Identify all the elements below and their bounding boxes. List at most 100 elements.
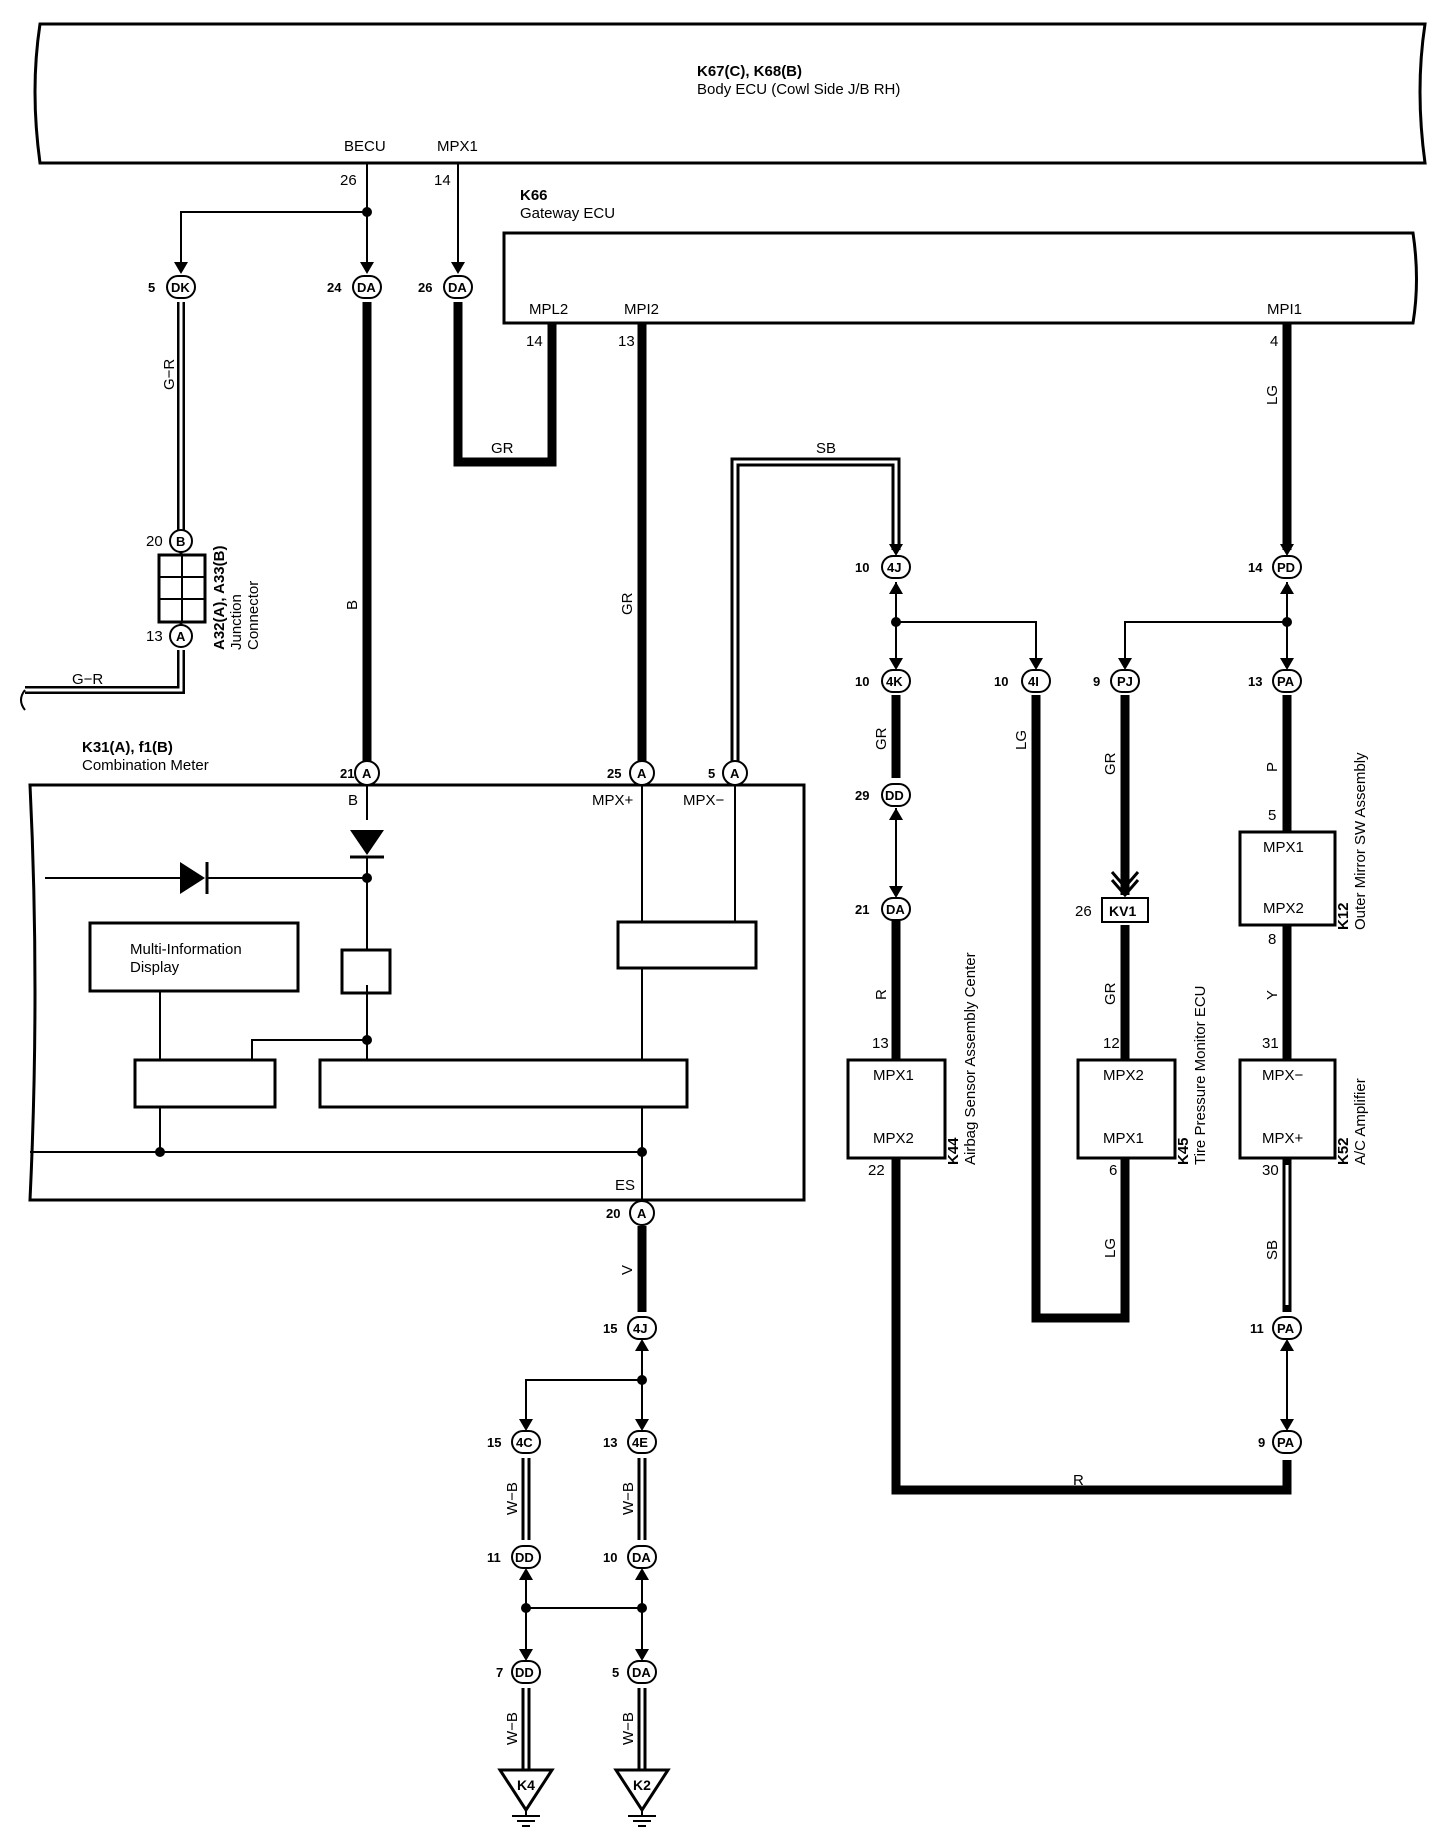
ground-k2-label: K2 <box>633 1777 651 1793</box>
connector-da21: 21 DA <box>855 897 911 921</box>
body-ecu-num-becu: 26 <box>340 172 357 189</box>
airbag-num-top: 13 <box>872 1035 889 1052</box>
body-ecu-ref: K67(C), K68(B) <box>697 63 802 80</box>
svg-text:11: 11 <box>487 1550 501 1565</box>
svg-text:10: 10 <box>855 560 869 575</box>
wire-gr-left <box>25 302 185 694</box>
gateway-pin-mpl2: MPL2 <box>529 301 568 318</box>
connector-4j10: 10 4J <box>855 555 911 579</box>
svg-text:5: 5 <box>708 766 715 781</box>
svg-text:PA: PA <box>1277 1435 1295 1450</box>
airbag-pin-bottom: MPX2 <box>873 1130 914 1147</box>
svg-text:DK: DK <box>171 280 190 295</box>
label-lg-mpi1: LG <box>1264 385 1281 405</box>
svg-text:DA: DA <box>357 280 376 295</box>
svg-text:9: 9 <box>1258 1435 1265 1450</box>
mirror-ref: K12 <box>1335 902 1352 930</box>
airbag-pin-top: MPX1 <box>873 1067 914 1084</box>
svg-text:PD: PD <box>1277 560 1295 575</box>
mid-label-1: Multi-Information <box>130 941 242 958</box>
connector-4j15: 15 4J <box>603 1316 657 1340</box>
ground-k2: K2 <box>613 1768 671 1827</box>
svg-text:4I: 4I <box>1028 674 1039 689</box>
junction-connector: 20 B 13 A A32(A), A33(B) Junction Connec… <box>146 529 262 650</box>
meter-letter-mpxm: A <box>730 766 740 781</box>
connector-pj9: 9 PJ <box>1093 669 1140 693</box>
tpms-pin-bottom: MPX1 <box>1103 1130 1144 1147</box>
meter-name: Combination Meter <box>82 757 209 774</box>
tire-pressure-monitor: 12 MPX2 MPX1 6 K45 Tire Pressure Monitor… <box>1076 986 1209 1179</box>
gateway-ecu-name: Gateway ECU <box>520 205 615 222</box>
airbag-sensor: 13 MPX1 MPX2 22 K44 Airbag Sensor Assemb… <box>846 952 979 1179</box>
meter-connector-es: 20 A <box>606 1200 655 1226</box>
svg-text:PA: PA <box>1277 1321 1295 1336</box>
wire-to-pj <box>1124 621 1287 664</box>
meter-ref: K31(A), f1(B) <box>82 739 173 756</box>
junction-letter-top: B <box>176 534 185 549</box>
combination-meter: K31(A), f1(B) Combination Meter B MPX+ M… <box>28 739 806 1226</box>
mirror-num-bottom: 8 <box>1268 931 1276 948</box>
connector-da5: 5 DA <box>612 1660 657 1684</box>
junction-pin-top: 20 <box>146 533 163 550</box>
svg-text:4E: 4E <box>632 1435 648 1450</box>
splice-dots <box>362 207 1292 1613</box>
tpms-pin-top: MPX2 <box>1103 1067 1144 1084</box>
svg-text:29: 29 <box>855 788 869 803</box>
ac-pin-top: MPX− <box>1262 1067 1304 1084</box>
meter-connector-mpxm: 5 A <box>708 760 748 786</box>
wires <box>20 163 1292 1770</box>
gateway-ecu: K66 Gateway ECU MPL2 MPI2 MPI1 14 13 4 <box>502 187 1418 350</box>
junction-ref: A32(A), A33(B) <box>211 546 228 650</box>
junction-body <box>157 545 207 632</box>
svg-text:DA: DA <box>632 1665 651 1680</box>
body-ecu-name: Body ECU (Cowl Side J/B RH) <box>697 81 900 98</box>
meter-pin-es: ES <box>615 1177 635 1194</box>
label-y-mirror: Y <box>1264 990 1281 1000</box>
wire-lg-4i <box>1031 695 1130 1323</box>
svg-text:15: 15 <box>487 1435 501 1450</box>
airbag-num-bottom: 22 <box>868 1162 885 1179</box>
junction-letter-bottom: A <box>176 629 186 644</box>
svg-text:DD: DD <box>885 788 904 803</box>
wire-sb-top <box>730 457 901 770</box>
label-gr-mpi2: GR <box>619 592 636 615</box>
ac-ref: K52 <box>1335 1137 1352 1165</box>
svg-text:14: 14 <box>1248 560 1263 575</box>
label-sb-top: SB <box>816 440 836 457</box>
mirror-pin-top: MPX1 <box>1263 839 1304 856</box>
label-gr-left: G−R <box>161 359 178 390</box>
svg-text:PA: PA <box>1277 674 1295 689</box>
kv1-label: KV1 <box>1109 903 1136 919</box>
connector-4k10: 10 4K <box>855 669 911 693</box>
label-wb-1: W−B <box>504 1482 521 1515</box>
meter-pin-b: B <box>348 792 358 809</box>
mirror-num-top: 5 <box>1268 807 1276 824</box>
connector-dk5: 5 DK <box>148 275 196 299</box>
label-gr-pj: GR <box>1102 752 1119 775</box>
meter-connector-mpxp: 25 A <box>607 760 655 786</box>
svg-text:7: 7 <box>496 1665 503 1680</box>
body-ecu: K67(C), K68(B) Body ECU (Cowl Side J/B R… <box>33 22 1427 189</box>
body-ecu-pin-mpx1: MPX1 <box>437 138 478 155</box>
ac-num-top: 31 <box>1262 1035 1279 1052</box>
svg-text:10: 10 <box>994 674 1008 689</box>
gateway-num-mpi2: 13 <box>618 333 635 350</box>
airbag-ref: K44 <box>945 1137 962 1165</box>
tpms-num-top: 12 <box>1103 1035 1120 1052</box>
wire-wb-upper <box>521 1458 647 1540</box>
junction-name-2: Connector <box>245 581 262 650</box>
connector-dd11: 11 DD <box>487 1545 541 1569</box>
airbag-name: Airbag Sensor Assembly Center <box>962 952 979 1165</box>
label-wb-2: W−B <box>620 1482 637 1515</box>
body-ecu-num-mpx1: 14 <box>434 172 451 189</box>
connector-4e13: 13 4E <box>603 1430 657 1454</box>
connector-dd7: 7 DD <box>496 1660 541 1684</box>
svg-text:5: 5 <box>148 280 155 295</box>
svg-text:13: 13 <box>603 1435 617 1450</box>
connector-4c15: 15 4C <box>487 1430 541 1454</box>
svg-text:10: 10 <box>603 1550 617 1565</box>
meter-pin-mpxm: MPX− <box>683 792 725 809</box>
svg-text:15: 15 <box>603 1321 617 1336</box>
wire-r-bottom <box>891 1158 1292 1495</box>
